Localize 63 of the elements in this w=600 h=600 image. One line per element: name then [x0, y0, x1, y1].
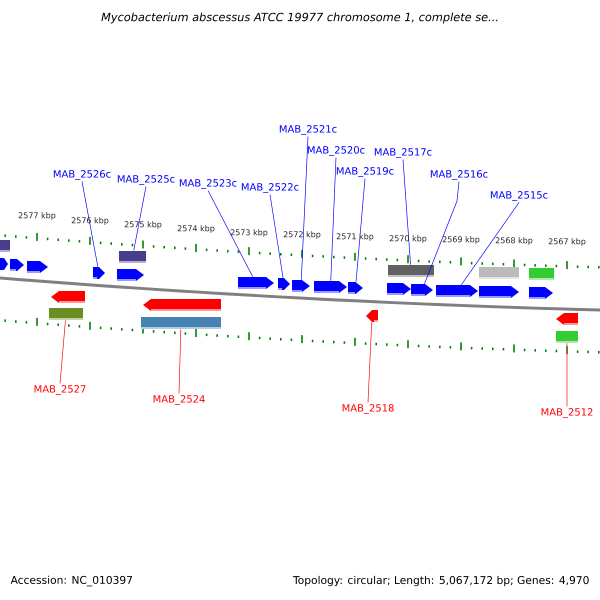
- tick-label: 2574 kbp: [178, 225, 214, 233]
- gene-feature: [0, 240, 10, 252]
- gene-label: MAB_2523c: [180, 179, 236, 189]
- gene-label: MAB_2512: [542, 408, 592, 418]
- gene-feature: [117, 269, 144, 281]
- gene-feature: [238, 277, 274, 289]
- tick-label: 2567 kbp: [548, 238, 586, 246]
- leader-line: [368, 322, 372, 403]
- gene-feature: [143, 299, 221, 311]
- gene-label: MAB_2515c: [490, 191, 548, 201]
- gene-feature: [10, 259, 24, 271]
- tick-label: 2577 kbp: [18, 212, 56, 220]
- gene-feature: [278, 278, 290, 290]
- tick-label: 2572 kbp: [284, 231, 320, 239]
- gene-feature: [529, 287, 553, 299]
- leader-line: [178, 328, 182, 394]
- leader-line: [133, 186, 146, 252]
- leader-line: [424, 181, 460, 284]
- gene-feature: [348, 282, 363, 294]
- tick-label: 2573 kbp: [230, 229, 268, 237]
- leader-line: [330, 157, 336, 282]
- tick-label: 2568 kbp: [496, 237, 532, 245]
- gene-feature: [436, 285, 478, 297]
- gene-feature: [479, 286, 519, 298]
- gene-label: MAB_2518: [342, 404, 394, 414]
- gene-feature: [119, 251, 146, 263]
- leader-line: [82, 181, 98, 268]
- gene-feature: [49, 308, 83, 320]
- gene-feature: [529, 268, 554, 280]
- gene-label: MAB_2522c: [242, 183, 298, 193]
- gene-label: MAB_2526c: [54, 170, 110, 180]
- gene-feature: [366, 310, 378, 322]
- gene-label: MAB_2527: [34, 385, 86, 395]
- leader-line: [270, 194, 284, 278]
- gene-label: MAB_2520c: [308, 146, 364, 156]
- leader-line: [208, 190, 254, 278]
- leader-line: [356, 178, 366, 282]
- gene-feature: [556, 331, 578, 343]
- gene-feature: [141, 317, 221, 329]
- gene-label: MAB_2524: [154, 395, 205, 405]
- gene-label: MAB_2516c: [430, 170, 488, 180]
- accession-text: Accession: NC_010397: [10, 576, 132, 586]
- leader-line: [402, 159, 411, 266]
- gene-label: MAB_2521c: [280, 125, 336, 135]
- gene-label: MAB_2517c: [374, 148, 432, 158]
- gene-feature: [388, 265, 434, 277]
- gene-feature: [27, 261, 48, 273]
- tick-label: 2569 kbp: [442, 236, 480, 244]
- genome-info-text: Topology: circular; Length: 5,067,172 bp; Genes: 4,970: [293, 576, 589, 586]
- leader-line: [461, 202, 520, 286]
- gene-feature: [556, 313, 578, 325]
- gene-feature: [479, 267, 519, 279]
- title: Mycobacterium abscessus ATCC 19977 chromosome 1, complete se...: [101, 12, 498, 24]
- leader-line: [566, 342, 568, 407]
- gene-feature: [411, 284, 433, 296]
- gene-label: MAB_2525c: [118, 175, 174, 185]
- gene-feature: [51, 291, 85, 303]
- leader-line: [300, 136, 308, 280]
- gene-feature: [387, 283, 411, 295]
- gene-feature: [0, 258, 8, 270]
- gene-feature: [292, 280, 310, 292]
- gene-feature: [93, 267, 105, 279]
- gene-label: MAB_2519c: [336, 167, 394, 177]
